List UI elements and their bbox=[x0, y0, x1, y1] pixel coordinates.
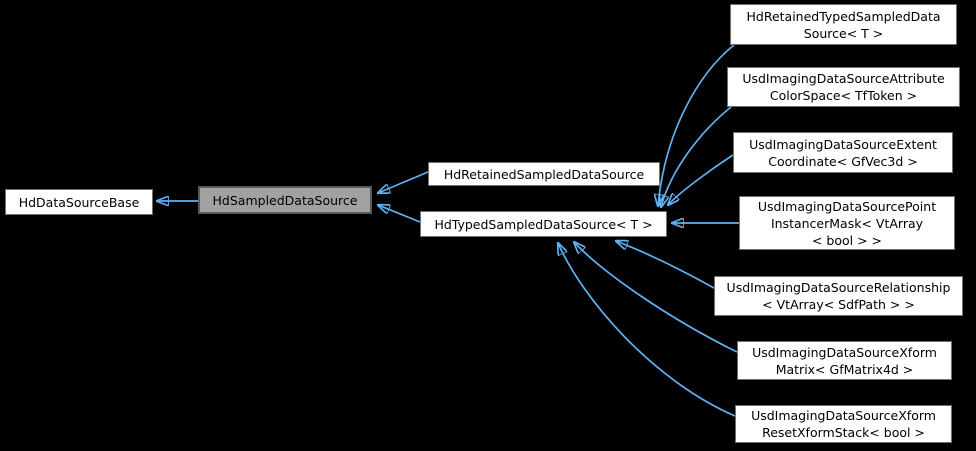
class-node-hd-sampled-data-source: HdSampledDataSource bbox=[198, 186, 372, 214]
class-node-hd-typed-sampled-data-source[interactable]: HdTypedSampledDataSource< T > bbox=[420, 211, 667, 237]
class-node-usd-imaging-data-source-extent-coordinate[interactable]: UsdImagingDataSourceExtent Coordinate< G… bbox=[733, 132, 953, 173]
class-node-usd-imaging-data-source-xform-matrix[interactable]: UsdImagingDataSourceXform Matrix< GfMatr… bbox=[737, 341, 952, 380]
class-node-hd-data-source-base[interactable]: HdDataSourceBase bbox=[5, 189, 153, 215]
class-node-hd-retained-sampled-data-source[interactable]: HdRetainedSampledDataSource bbox=[428, 162, 660, 186]
edge-extent-coordinate-to-typed bbox=[668, 154, 734, 205]
class-node-usd-imaging-data-source-xform-reset-xform-stack[interactable]: UsdImagingDataSourceXform ResetXformStac… bbox=[735, 405, 952, 443]
edge-attribute-color-space-to-typed bbox=[661, 106, 732, 207]
class-node-hd-retained-typed-sampled-data-source[interactable]: HdRetainedTypedSampledData Source< T > bbox=[730, 4, 957, 45]
edge-relationship-to-typed bbox=[616, 241, 715, 289]
class-node-usd-imaging-data-source-relationship[interactable]: UsdImagingDataSourceRelationship < VtArr… bbox=[714, 276, 963, 316]
edge-xform-reset-stack-to-typed bbox=[558, 243, 736, 417]
edge-retained-sampled-to-sampled bbox=[378, 171, 429, 193]
class-node-usd-imaging-data-source-attribute-color-space[interactable]: UsdImagingDataSourceAttribute ColorSpace… bbox=[727, 67, 960, 107]
class-node-usd-imaging-data-source-point-instancer-mask[interactable]: UsdImagingDataSourcePoint InstancerMask<… bbox=[739, 196, 955, 250]
edge-typed-sampled-to-sampled bbox=[378, 205, 421, 223]
edge-xform-matrix-to-typed bbox=[574, 242, 738, 353]
edge-retained-typed-to-typed bbox=[658, 44, 735, 206]
